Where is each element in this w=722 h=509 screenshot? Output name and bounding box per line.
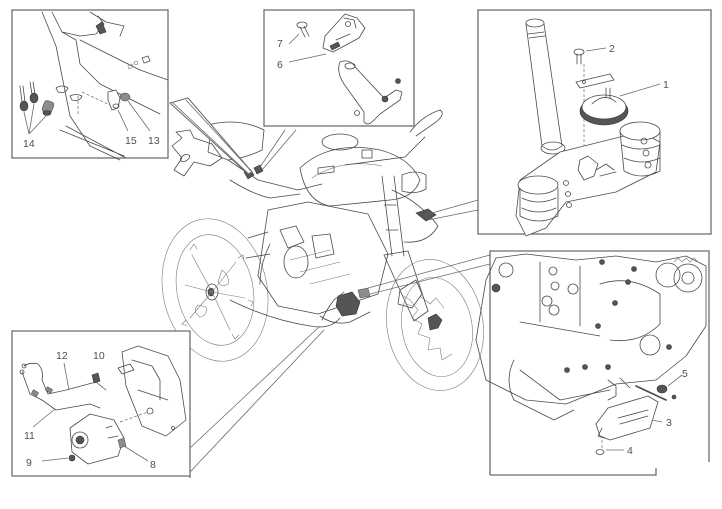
actuator-cover-drawing — [117, 345, 187, 437]
part-8-actuator — [69, 413, 149, 465]
label-1: 1 — [663, 79, 669, 91]
inset-tail-section: 14 15 13 — [11, 9, 169, 161]
part-10-clip — [91, 372, 101, 384]
steering-stem-drawing — [515, 18, 661, 237]
part-9-nut — [41, 454, 76, 462]
part-4-screw — [595, 440, 624, 455]
tail-section — [171, 121, 323, 199]
rear-wheel — [161, 218, 269, 362]
part-12-11-cables — [19, 362, 107, 428]
fuel-tank — [299, 147, 439, 243]
inset-actuator: 12 10 11 9 8 — [11, 330, 191, 478]
label-5: 5 — [682, 368, 688, 380]
label-9: 9 — [26, 457, 32, 469]
label-4: 4 — [627, 445, 633, 457]
inset-bracket: 7 6 — [263, 9, 415, 127]
label-13: 13 — [148, 135, 160, 147]
part-2-screw — [573, 47, 607, 65]
label-15: 15 — [125, 135, 137, 147]
label-3: 3 — [666, 417, 672, 429]
label-11: 11 — [24, 430, 35, 442]
part-1-horn — [575, 73, 661, 126]
label-2: 2 — [609, 43, 615, 55]
label-14: 14 — [23, 138, 35, 150]
callout-pointers — [168, 97, 491, 473]
label-8: 8 — [150, 459, 156, 471]
part-3-control-unit — [595, 395, 663, 441]
engine-drawing — [475, 253, 707, 421]
label-10: 10 — [93, 350, 105, 362]
front-wheel — [386, 259, 484, 391]
part-13-grommet — [119, 92, 151, 132]
inset-engine: 5 3 4 — [475, 250, 710, 476]
label-7: 7 — [277, 38, 283, 50]
part-6-bracket — [288, 13, 403, 125]
engine-frame — [229, 201, 389, 328]
tail-body-drawing — [41, 11, 169, 161]
part-7-screw — [288, 21, 310, 45]
label-6: 6 — [277, 59, 283, 71]
motorcycle-illustration — [161, 109, 484, 391]
part-14-screws — [19, 81, 55, 135]
front-end — [317, 109, 443, 322]
part-15-bracket — [107, 89, 129, 132]
inset-horn: 2 1 — [477, 9, 712, 237]
part-5-sensor — [635, 374, 683, 401]
label-12: 12 — [56, 350, 68, 362]
